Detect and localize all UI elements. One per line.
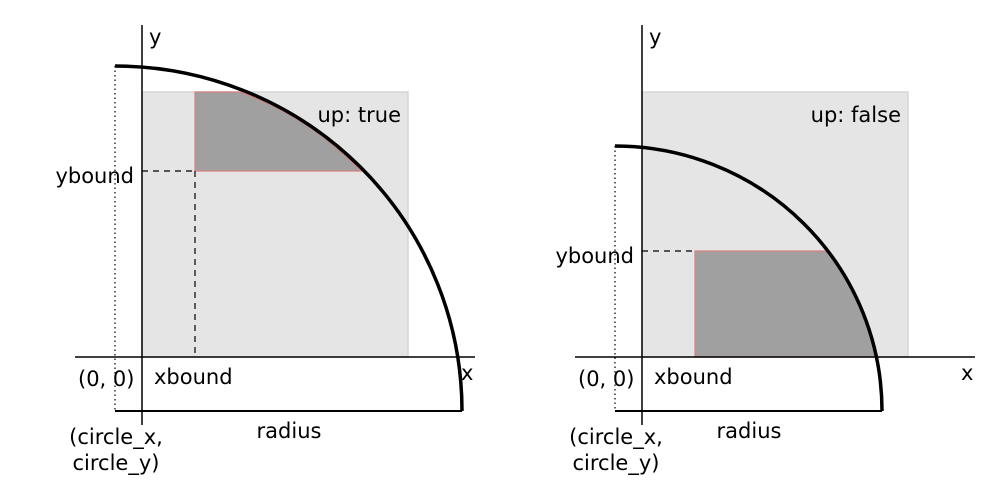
panel-up-false: up: false y x ybound xbound (0, 0) radiu… <box>555 25 975 476</box>
x-axis-label: x <box>961 361 973 385</box>
center-label-line1: (circle_x, <box>69 425 163 450</box>
center-label-line1: (circle_x, <box>569 425 663 450</box>
circle-arc <box>114 64 464 412</box>
radius-label: radius <box>257 419 322 443</box>
center-label-line2: circle_y) <box>573 451 660 476</box>
up-label: up: true <box>318 103 402 127</box>
origin-label: (0, 0) <box>78 367 134 391</box>
center-label-line2: circle_y) <box>73 451 160 476</box>
y-axis-label: y <box>649 25 661 49</box>
xbound-label: xbound <box>154 365 233 389</box>
shaded-region <box>194 91 363 172</box>
panel-up-true: up: true y x ybound xbound (0, 0) radius… <box>55 25 475 476</box>
xbound-label: xbound <box>654 365 733 389</box>
origin-label: (0, 0) <box>578 367 634 391</box>
ybound-label: ybound <box>555 244 634 268</box>
x-axis-label: x <box>461 361 473 385</box>
circle-arc <box>614 144 884 412</box>
up-label: up: false <box>811 103 901 127</box>
radius-label: radius <box>717 419 782 443</box>
y-axis-label: y <box>149 25 161 49</box>
ybound-label: ybound <box>55 164 134 188</box>
